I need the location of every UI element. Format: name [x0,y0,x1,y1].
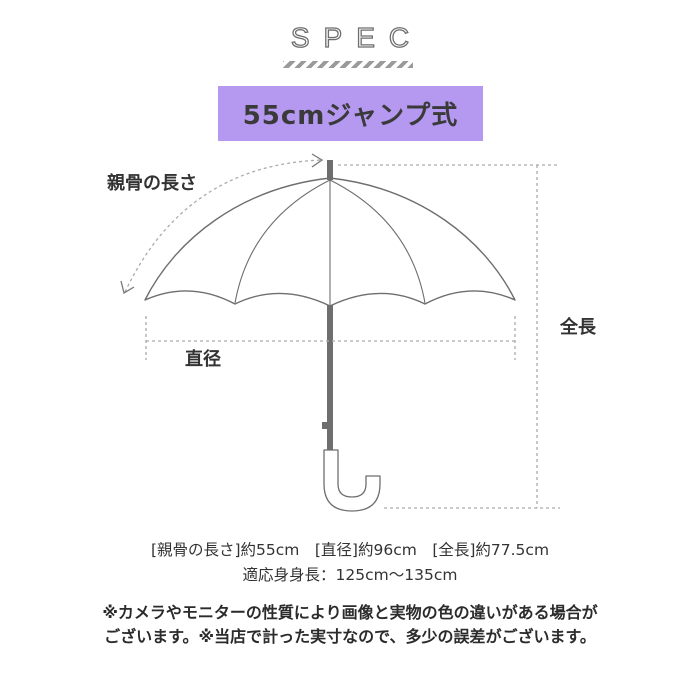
canopy-rib-right [329,179,426,304]
diameter-label: 直径 [185,349,221,370]
umbrella-handle [323,449,381,512]
rib-length-arc [124,159,323,293]
umbrella-shaft [327,305,333,450]
product-title: 55cmジャンプ式 [242,101,459,131]
spec-heading: SPEC [290,21,424,53]
spec-height-range: 適応身身長：125cm～135cm [242,566,458,584]
rib-arrow-head-top [311,153,324,168]
shaft-button [322,422,328,429]
product-title-box: 55cmジャンプ式 [218,86,483,141]
total-length-label: 全長 [560,317,596,338]
rib-arrow-head-bottom [120,280,135,295]
striped-divider [283,61,413,68]
canopy-rib-left [234,179,331,304]
disclaimer-line-2: ございます。※当店で計った実寸なので、多少の誤差がございます。 [104,627,596,646]
rib-length-label: 親骨の長さ [107,173,197,194]
disclaimer-line-1: ※カメラやモニターの性質により画像と実物の色の違いがある場合が [102,603,598,622]
spec-measurements: [親骨の長さ]約55cm [直径]約96cm [全長]約77.5cm [150,541,550,559]
umbrella-diagram [120,153,560,512]
umbrella-tip [327,160,333,180]
